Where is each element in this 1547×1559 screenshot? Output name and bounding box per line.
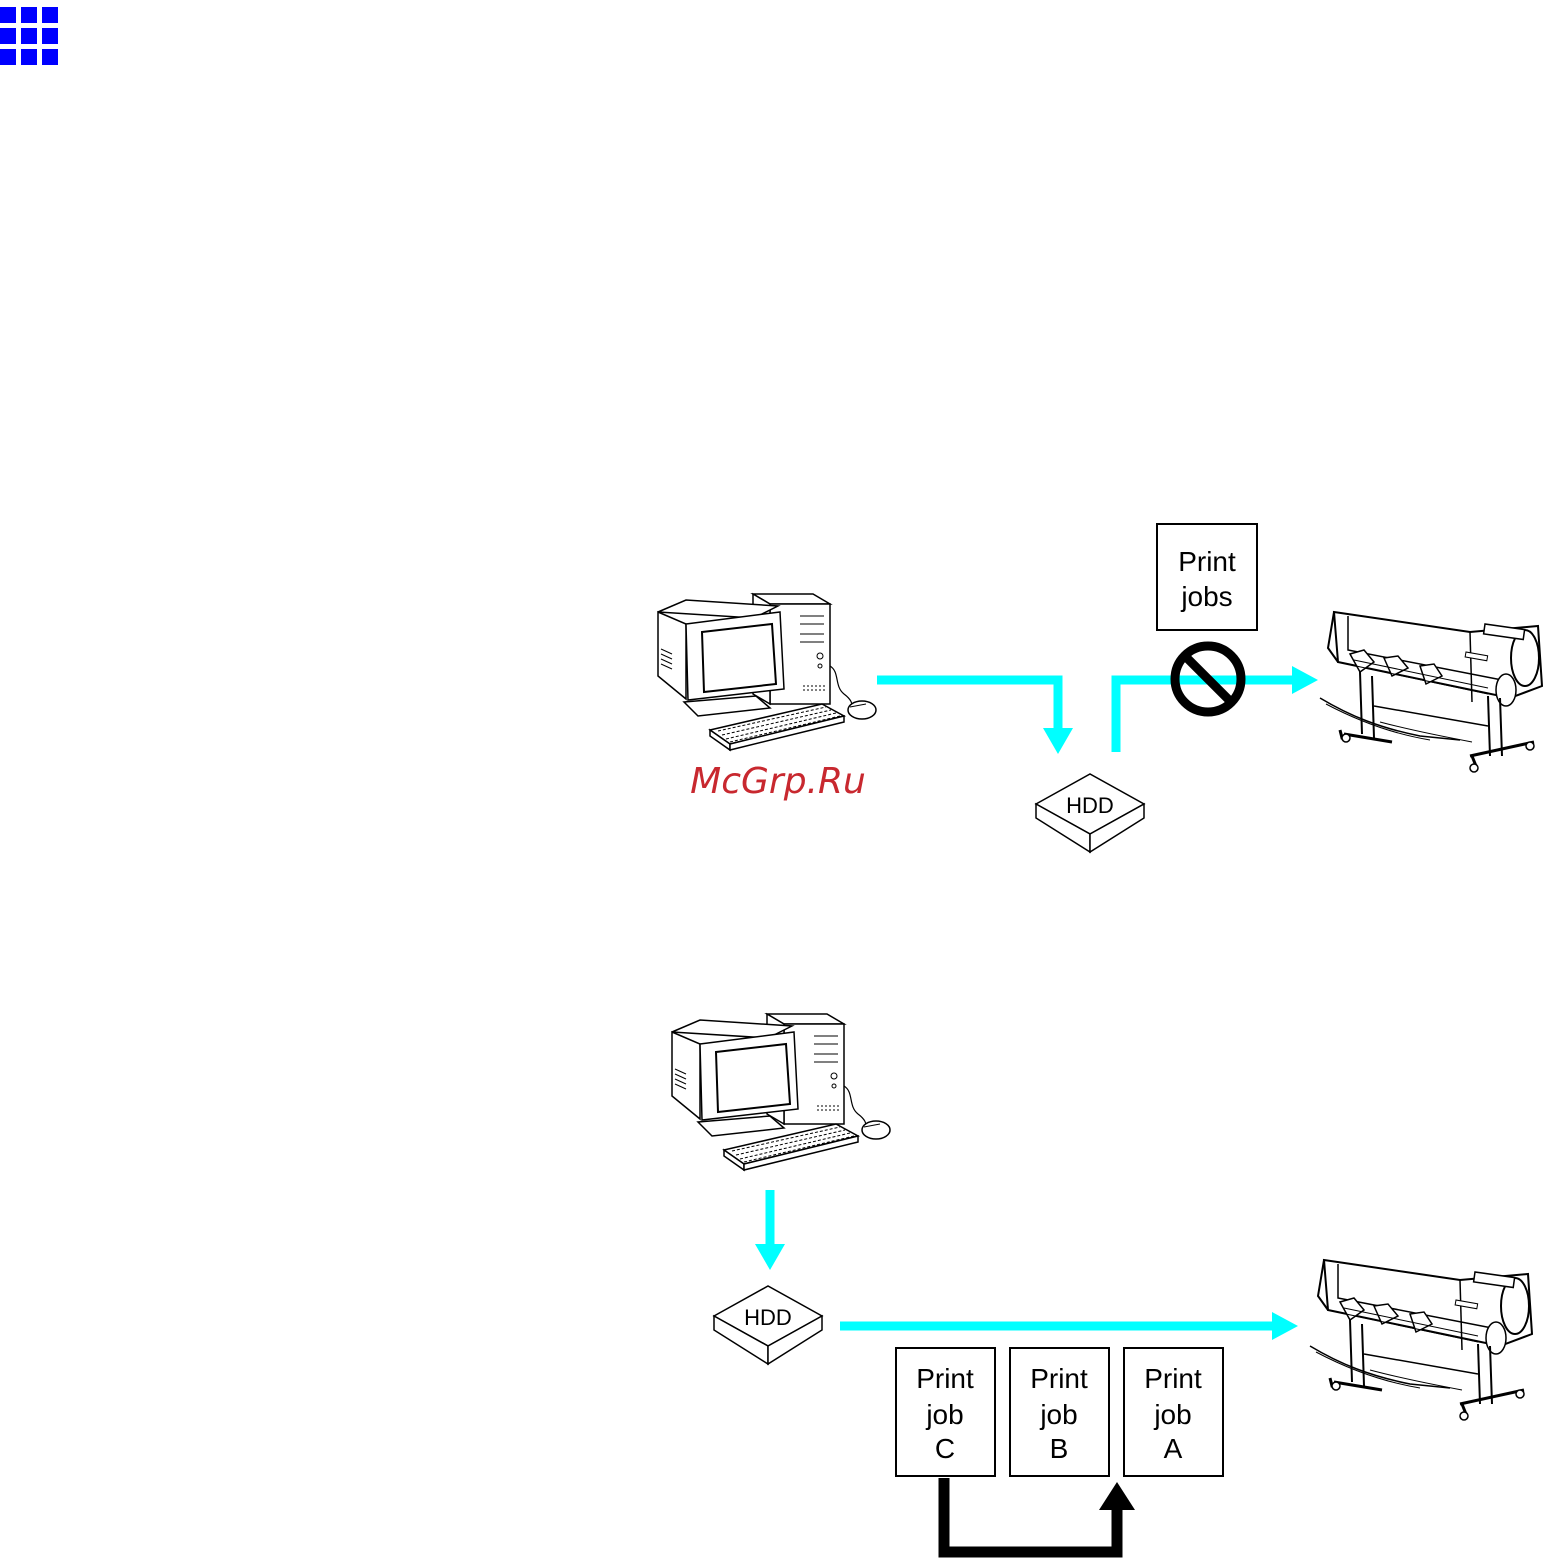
svg-text:job: job [1039, 1399, 1077, 1430]
printer-illustration-top [1320, 612, 1542, 772]
print-job-c: Print job C [896, 1348, 995, 1476]
printer-illustration-bottom [1310, 1260, 1532, 1420]
svg-text:Print: Print [1144, 1363, 1202, 1394]
print-job-a: Print job A [1124, 1348, 1223, 1476]
svg-text:C: C [935, 1433, 955, 1464]
svg-text:B: B [1050, 1433, 1069, 1464]
flow-arrow-hdd-to-printer-bottom [840, 1312, 1298, 1340]
reorder-arrow [944, 1478, 1135, 1552]
svg-text:Print: Print [916, 1363, 974, 1394]
svg-text:Print: Print [1030, 1363, 1088, 1394]
svg-text:job: job [925, 1399, 963, 1430]
print-job-b: Print job B [1010, 1348, 1109, 1476]
flow-arrow-computer-to-hdd-bottom [755, 1190, 785, 1270]
flow-arrow-computer-to-hdd [877, 680, 1073, 754]
watermark-text: McGrp.Ru [690, 761, 866, 802]
computer-illustration-bottom [672, 1014, 890, 1170]
print-jobs-label-line2: jobs [1180, 581, 1232, 612]
computer-illustration-top [658, 594, 876, 750]
hdd-label-top: HDD [1066, 793, 1114, 818]
hdd-label-bottom: HDD [744, 1305, 792, 1330]
svg-text:A: A [1164, 1433, 1183, 1464]
print-jobs-box [1157, 524, 1257, 630]
svg-text:job: job [1153, 1399, 1191, 1430]
print-jobs-label-line1: Print [1178, 546, 1236, 577]
